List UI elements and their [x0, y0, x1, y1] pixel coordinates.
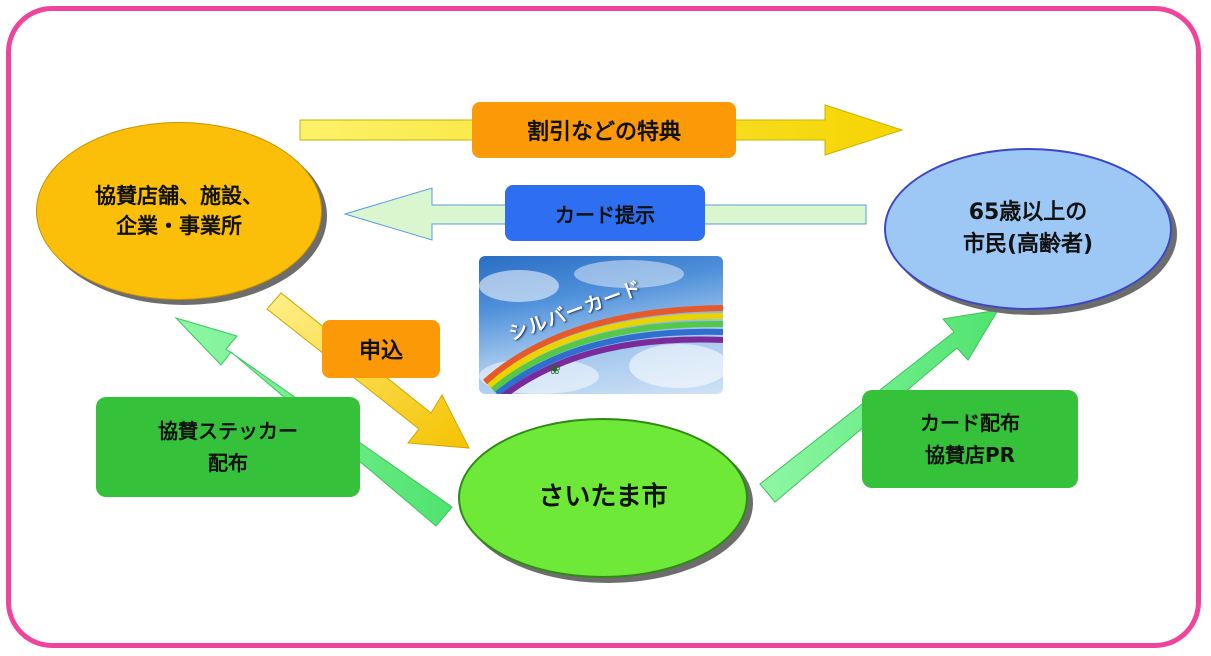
rainbow-band	[495, 328, 723, 394]
card-present-label-box: カード提示	[505, 185, 705, 241]
stores-label: 協賛店舗、施設、 企業・事業所	[95, 183, 263, 238]
sticker-label: 協賛ステッカー 配布	[158, 419, 298, 475]
city-logo-icon: ❀	[549, 362, 561, 378]
stores-ellipse: 協賛店舗、施設、 企業・事業所	[36, 122, 322, 300]
seniors-label: 65歳以上の 市民(高齢者)	[962, 200, 1094, 257]
card-present-label: カード提示	[555, 202, 655, 227]
rainbow-band	[501, 336, 723, 394]
rainbow-band	[487, 313, 723, 389]
benefits-label: 割引などの特典	[526, 120, 681, 145]
city-ellipse: さいたま市	[458, 418, 748, 578]
cloud-shape	[479, 270, 559, 302]
benefits-label-box: 割引などの特典	[472, 102, 736, 158]
sticker-label-box: 協賛ステッカー 配布	[96, 397, 360, 497]
rainbow-band	[482, 305, 723, 385]
silver-card-image: シルバーカード ❀	[479, 256, 723, 394]
rainbow-band	[491, 320, 723, 393]
city-label: さいたま市	[538, 482, 668, 513]
cloud-shape	[629, 344, 723, 388]
apply-label-box: 申込	[322, 320, 440, 378]
card-pr-label: カード配布 協賛店PR	[920, 411, 1020, 467]
cloud-shape	[574, 260, 684, 288]
seniors-ellipse: 65歳以上の 市民(高齢者)	[884, 148, 1172, 310]
card-background	[479, 260, 723, 394]
card-pr-label-box: カード配布 協賛店PR	[862, 390, 1078, 488]
apply-label: 申込	[358, 339, 403, 364]
